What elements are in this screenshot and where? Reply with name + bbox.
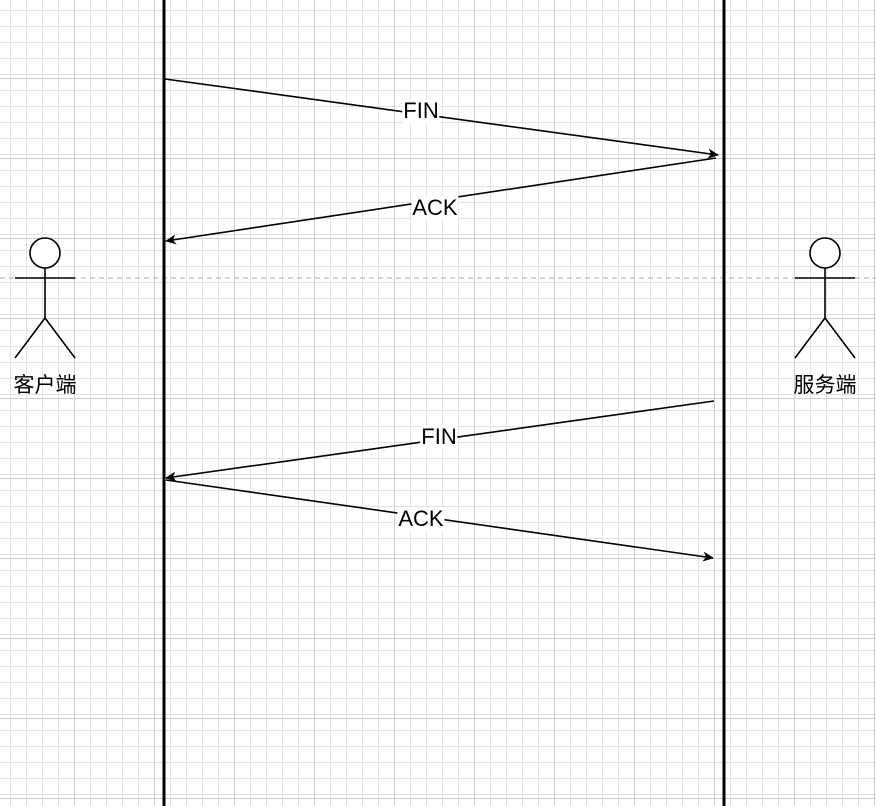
client-actor-label: 客户端 xyxy=(13,373,77,397)
message-label-ack-1: ACK xyxy=(411,195,459,220)
message-label-ack-2: ACK xyxy=(397,506,445,531)
message-arrow-fin-1[interactable] xyxy=(164,78,719,159)
server-actor-icon[interactable] xyxy=(794,237,856,359)
server-actor-label: 服务端 xyxy=(793,373,857,397)
client-actor-icon[interactable] xyxy=(14,237,76,359)
message-label-fin-1: FIN xyxy=(402,98,440,123)
message-label-fin-2: FIN xyxy=(420,424,458,449)
